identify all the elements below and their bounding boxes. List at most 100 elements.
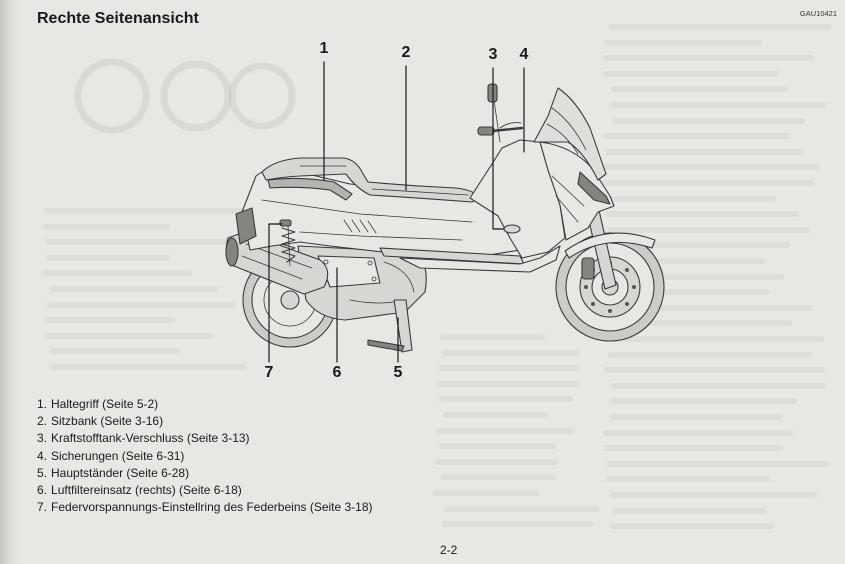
bleed-gauge-circle bbox=[228, 62, 296, 130]
parts-list-label: Sicherungen (Seite 6-31) bbox=[51, 448, 185, 463]
front-fender bbox=[564, 232, 656, 259]
windshield bbox=[533, 87, 607, 181]
bleed-through-line bbox=[442, 521, 593, 527]
bleed-through-line bbox=[610, 492, 817, 498]
headlight bbox=[577, 171, 611, 205]
bleed-through-line bbox=[441, 474, 556, 480]
leader-line-7 bbox=[268, 223, 283, 363]
callout-7: 7 bbox=[264, 364, 274, 381]
bleed-through-line bbox=[606, 149, 803, 155]
parts-list-number: 6. bbox=[37, 483, 48, 498]
fairing-detail bbox=[551, 175, 585, 223]
brake-disc-hole bbox=[608, 309, 612, 313]
bleed-through-line bbox=[604, 40, 762, 46]
bleed-through-line bbox=[603, 430, 793, 436]
bleed-through-line bbox=[604, 367, 825, 373]
bleed-through-line bbox=[601, 274, 784, 280]
shock-mount-top bbox=[279, 219, 292, 227]
callout-3: 3 bbox=[488, 46, 498, 63]
bleed-through-line bbox=[611, 383, 826, 389]
bleed-through-line bbox=[609, 24, 831, 30]
bleed-through-line bbox=[50, 348, 180, 354]
air-filter-bolt bbox=[323, 259, 329, 265]
bleed-gauge-circle bbox=[74, 58, 150, 134]
parts-list-number: 3. bbox=[37, 431, 48, 446]
section-code: GAU10421 bbox=[799, 9, 837, 18]
seat-seam bbox=[299, 165, 469, 196]
bleed-through-line bbox=[46, 333, 212, 339]
bleed-through-line bbox=[613, 118, 805, 124]
brake-disc-hole bbox=[591, 302, 595, 306]
shock-spring bbox=[281, 227, 296, 263]
callout-1: 1 bbox=[319, 40, 329, 57]
bleed-through-line bbox=[49, 364, 246, 370]
bleed-through-line bbox=[611, 305, 812, 311]
fuel-tank-cap bbox=[503, 224, 521, 234]
bleed-through-line bbox=[604, 133, 790, 139]
bleed-through-line bbox=[439, 365, 578, 371]
bleed-through-line bbox=[436, 428, 575, 434]
bleed-through-line bbox=[611, 86, 788, 92]
bleed-through-line bbox=[47, 302, 235, 308]
parts-list-number: 5. bbox=[37, 465, 48, 480]
grab-rail bbox=[267, 177, 353, 201]
side-vent bbox=[343, 219, 377, 234]
bleed-through-line bbox=[610, 414, 782, 420]
bleed-through-line bbox=[602, 180, 814, 186]
bleed-through-line bbox=[611, 336, 824, 342]
bleed-through-line bbox=[435, 459, 558, 465]
parts-list-label: Federvorspannungs-Einstellring des Feder… bbox=[51, 500, 373, 515]
air-filter-bolt bbox=[371, 276, 377, 282]
bleed-through-line bbox=[439, 396, 573, 402]
parts-list-item: 5.Hauptständer (Seite 6-28) bbox=[37, 465, 373, 482]
bleed-through-line bbox=[44, 208, 247, 214]
bleed-through-line bbox=[612, 320, 792, 326]
exhaust-end-cap bbox=[225, 237, 239, 267]
bleed-gauge-circle bbox=[160, 60, 232, 132]
parts-list-label: Kraftstofftank-Verschluss (Seite 3-13) bbox=[51, 431, 250, 446]
bleed-through-line bbox=[443, 412, 548, 418]
callout-5: 5 bbox=[393, 364, 403, 381]
bleed-through-line bbox=[613, 508, 766, 514]
parts-list-label: Haltegriff (Seite 5-2) bbox=[51, 397, 159, 411]
parts-list-item: 7.Federvorspannungs-Einstellring des Fed… bbox=[37, 499, 373, 516]
bleed-through-line bbox=[46, 255, 170, 261]
bleed-through-line bbox=[437, 381, 579, 387]
bleed-through-line bbox=[601, 196, 776, 202]
brake-caliper bbox=[581, 257, 595, 280]
parts-list-label: Hauptständer (Seite 6-28) bbox=[51, 465, 190, 480]
parts-list-item: 2.Sitzbank (Seite 3-16) bbox=[37, 413, 373, 430]
lower-cowl bbox=[399, 245, 561, 273]
parts-list-item: 3.Kraftstofftank-Verschluss (Seite 3-13) bbox=[37, 430, 373, 447]
rear-shock-absorber bbox=[279, 219, 296, 267]
callout-4: 4 bbox=[519, 46, 529, 63]
bleed-through-line bbox=[433, 490, 539, 496]
parts-list-item: 6.Luftfiltereinsatz (rechts) (Seite 6-18… bbox=[37, 482, 373, 499]
bleed-through-line bbox=[603, 55, 814, 61]
handlebar-grip bbox=[477, 126, 495, 136]
bleed-through-line bbox=[608, 227, 810, 233]
bleed-through-line bbox=[442, 350, 579, 356]
parts-list-number: 2. bbox=[37, 414, 48, 429]
parts-list-number: 1. bbox=[37, 397, 48, 411]
air-filter-bolt bbox=[367, 260, 373, 266]
page-number: 2-2 bbox=[440, 543, 458, 557]
parts-list: 1.Haltegriff (Seite 5-2) 2.Sitzbank (Sei… bbox=[37, 396, 373, 516]
bleed-through-line bbox=[610, 523, 774, 529]
bleed-through-line bbox=[41, 270, 192, 276]
bleed-through-line bbox=[609, 398, 797, 404]
page-title: Rechte Seitenansicht bbox=[37, 10, 199, 27]
bleed-through-line bbox=[610, 242, 790, 248]
bleed-through-line bbox=[439, 443, 556, 449]
tail-light bbox=[235, 207, 257, 245]
brake-disc-hole bbox=[584, 285, 588, 289]
brake-lever bbox=[499, 122, 522, 129]
bleed-through-line bbox=[607, 461, 828, 467]
bleed-through-line bbox=[612, 289, 769, 295]
callout-leader-lines bbox=[268, 61, 525, 363]
side-panel-line bbox=[261, 199, 473, 241]
brake-disc-hole bbox=[625, 268, 629, 272]
parts-list-label: Luftfiltereinsatz (rechts) (Seite 6-18) bbox=[51, 483, 242, 498]
